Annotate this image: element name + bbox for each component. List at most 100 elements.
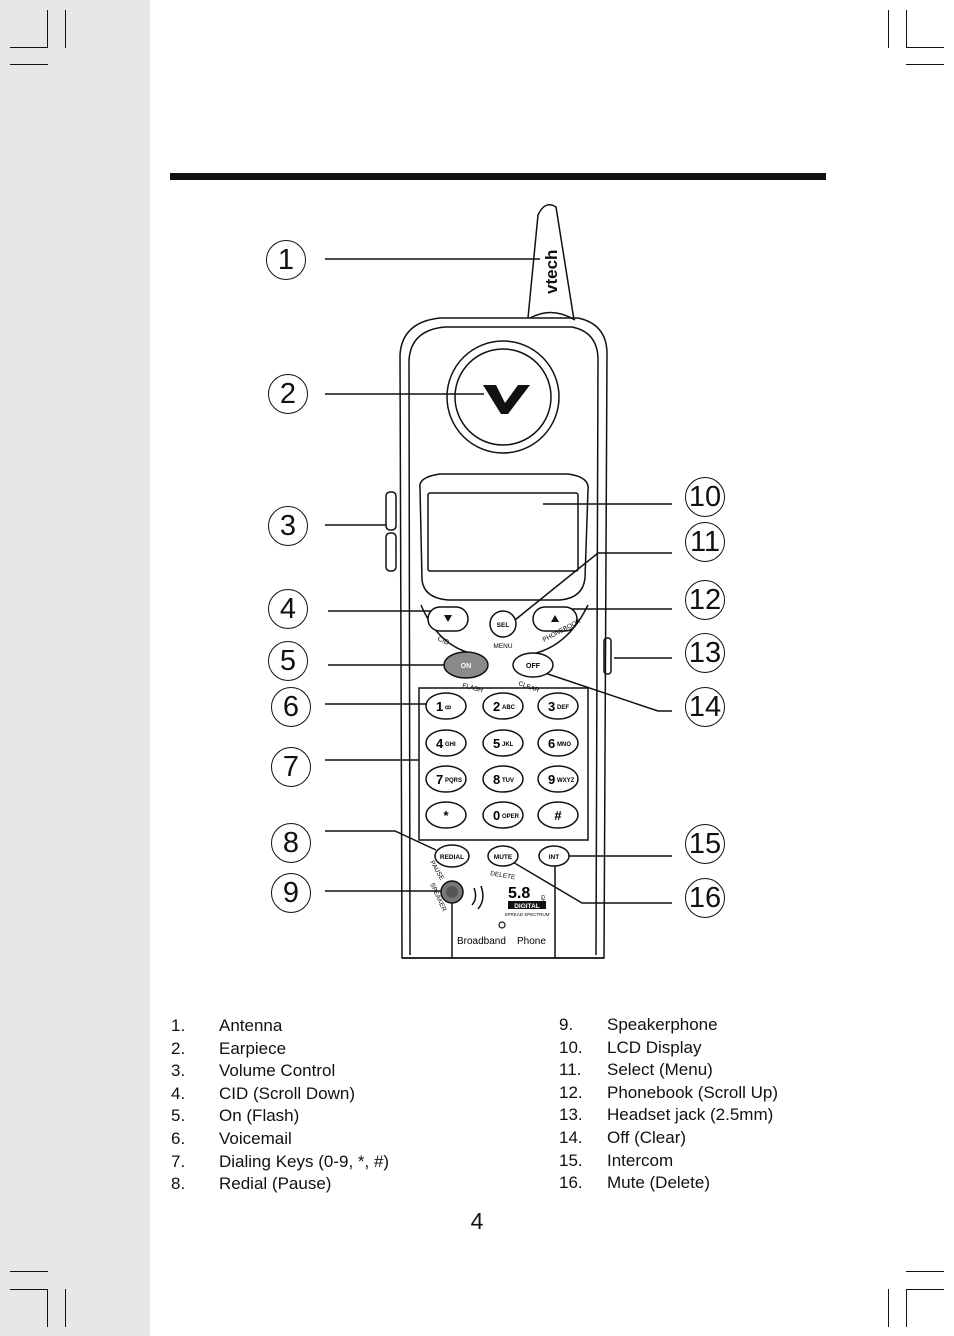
svg-text:ꝏ: ꝏ	[445, 705, 451, 711]
legend-label: Mute (Delete)	[607, 1173, 710, 1193]
legend-item: 10.LCD Display	[559, 1037, 778, 1060]
callout-11: 11	[685, 522, 725, 562]
legend-number: 11.	[559, 1060, 582, 1080]
key-star: *	[425, 801, 467, 829]
svg-text:JKL: JKL	[502, 742, 514, 748]
svg-text:GHz: GHz	[539, 895, 545, 906]
svg-text:4: 4	[436, 736, 444, 751]
phone-label: Phone	[517, 936, 546, 947]
svg-text:9: 9	[548, 772, 555, 787]
svg-text:DEF: DEF	[557, 705, 569, 711]
legend-number: 3.	[171, 1061, 186, 1081]
legend-label: Redial (Pause)	[219, 1174, 332, 1194]
brand-label: vtech	[542, 250, 561, 294]
svg-text:CID: CID	[436, 635, 450, 646]
svg-text:ABC: ABC	[502, 705, 516, 711]
legend-label: On (Flash)	[219, 1106, 300, 1126]
legend-number: 14.	[559, 1127, 583, 1147]
svg-text:*: *	[443, 808, 449, 823]
legend-label: Speakerphone	[607, 1015, 718, 1034]
svg-text:OFF: OFF	[526, 663, 541, 670]
legend-number: 5.	[171, 1106, 186, 1126]
legend-number: 6.	[171, 1128, 186, 1148]
svg-text:5.8: 5.8	[508, 885, 530, 902]
legend-item: 14. Off (Clear)	[559, 1127, 778, 1150]
legend-label: Voicemail	[219, 1128, 292, 1148]
sel-button: SEL MENU	[489, 610, 517, 650]
microphone-icon	[498, 921, 506, 929]
svg-text:INT: INT	[549, 854, 560, 861]
legend-label: Intercom	[607, 1150, 674, 1170]
svg-text:WXYZ: WXYZ	[557, 778, 575, 784]
legend-label: Antenna	[219, 1016, 283, 1035]
legend-item: 1.Antenna	[171, 1015, 389, 1038]
legend-number: 9.	[559, 1015, 574, 1034]
legend-item: 5. On (Flash)	[171, 1105, 389, 1128]
legend-number: 16.	[559, 1173, 583, 1193]
svg-text:1: 1	[436, 699, 443, 714]
svg-text:SPREAD SPECTRUM: SPREAD SPECTRUM	[504, 912, 549, 917]
broadband-label: Broadband	[457, 936, 506, 947]
cid-button: CID	[427, 606, 469, 647]
legend-number: 8.	[171, 1174, 186, 1194]
callout-12: 12	[685, 580, 725, 620]
legend-item: 13.Headset jack (2.5mm)	[559, 1104, 778, 1127]
callout-4: 4	[268, 589, 308, 629]
svg-text:DIGITAL: DIGITAL	[514, 903, 540, 910]
key-hash: #	[537, 801, 579, 829]
callout-1: 1	[266, 240, 306, 280]
callout-3: 3	[268, 506, 308, 546]
redial-button: REDIAL PAUSE	[428, 844, 470, 882]
callout-5: 5	[268, 641, 308, 681]
callout-7: 7	[271, 747, 311, 787]
vtech-logo-icon	[483, 385, 530, 414]
legend-item: 15.Intercom	[559, 1150, 778, 1173]
svg-text:0: 0	[493, 808, 500, 823]
legend-label: Off (Clear)	[607, 1127, 687, 1147]
svg-text:DELETE: DELETE	[490, 870, 517, 881]
svg-text:PQRS: PQRS	[445, 778, 462, 784]
header-rule	[170, 173, 826, 180]
legend-label: Dialing Keys (0-9, *, #)	[219, 1151, 390, 1171]
legend-item: 12.Phonebook (Scroll Up)	[559, 1082, 778, 1105]
svg-text:5: 5	[493, 736, 500, 751]
svg-text:ON: ON	[461, 663, 472, 670]
legend-number: 4.	[171, 1083, 186, 1103]
svg-text:7: 7	[436, 772, 443, 787]
page-number: 4	[470, 1208, 484, 1234]
callout-6: 6	[271, 687, 311, 727]
callout-13: 13	[685, 633, 725, 673]
legend-item: 9. Speakerphone	[559, 1014, 778, 1037]
legend-item: 11. Select (Menu)	[559, 1059, 778, 1082]
on-button: ON FLASH	[443, 651, 489, 694]
legend-label: Phonebook (Scroll Up)	[607, 1082, 779, 1102]
legend-number: 7.	[171, 1151, 186, 1171]
svg-text:OPER: OPER	[502, 814, 520, 820]
callout-14: 14	[685, 687, 725, 727]
legend-item: 16. Mute (Delete)	[559, 1172, 778, 1195]
svg-text:2: 2	[493, 699, 500, 714]
legend-label: LCD Display	[607, 1037, 702, 1057]
svg-text:SEL: SEL	[497, 622, 510, 629]
legend-number: 2.	[171, 1038, 186, 1058]
svg-text:MUTE: MUTE	[494, 854, 513, 861]
svg-text:3: 3	[548, 699, 555, 714]
callout-15: 15	[685, 824, 725, 864]
legend-label: Select (Menu)	[607, 1060, 713, 1080]
svg-text:REDIAL: REDIAL	[440, 854, 464, 861]
legend-item: 4. CID (Scroll Down)	[171, 1083, 389, 1106]
legend-number: 13.	[559, 1105, 583, 1125]
svg-text:MNO: MNO	[557, 742, 571, 748]
svg-text:#: #	[554, 808, 562, 823]
legend-label: CID (Scroll Down)	[219, 1083, 356, 1103]
legend-item: 8. Redial (Pause)	[171, 1173, 389, 1196]
callout-2: 2	[268, 374, 308, 414]
